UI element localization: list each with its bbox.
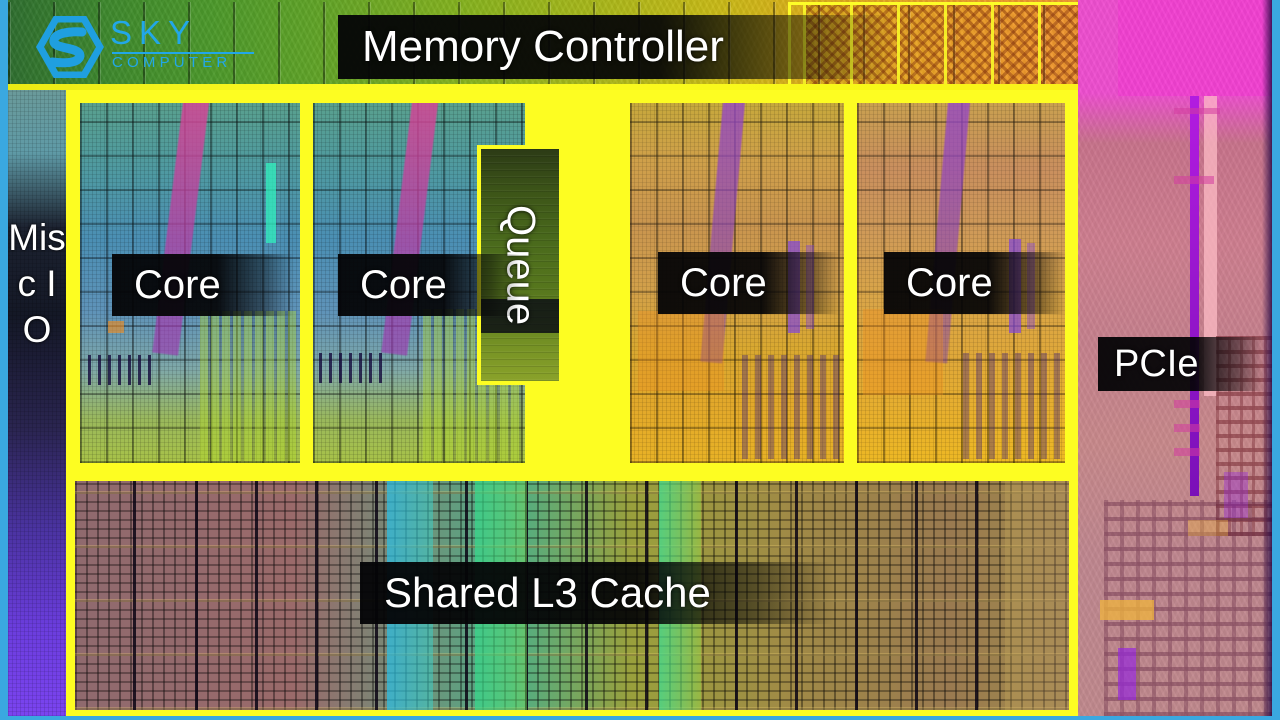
- core-3-l2-array: [742, 355, 840, 459]
- core-1-l2-array: [200, 311, 296, 461]
- core-1-orange-cell: [108, 321, 124, 333]
- region-misc-io: [8, 90, 66, 716]
- l3-row-strips: [75, 481, 1069, 710]
- band-split-core34: [848, 90, 853, 475]
- l3-seam-green-mid: [475, 481, 527, 710]
- l3-seam-cyan-left: [387, 481, 433, 710]
- pcie-pink-bar-3: [1174, 400, 1200, 408]
- mc-bottom-outline: [8, 84, 1272, 90]
- pcie-purple-block-1: [1118, 648, 1136, 700]
- pcie-purple-stripe: [1190, 96, 1199, 496]
- pcie-pink-bar-2: [1174, 176, 1214, 184]
- core-3-orange-array: [638, 311, 724, 391]
- core-band-yellow-outline: [66, 90, 1078, 475]
- band-split-right: [621, 90, 626, 475]
- core-4-purple-bar-2: [1027, 243, 1035, 329]
- watermark-divider: [112, 52, 254, 54]
- core-4-orange-array: [863, 309, 943, 395]
- region-core-3: [626, 99, 848, 467]
- pcie-pink-bar-4: [1174, 424, 1200, 432]
- core-1-cyan-bar: [266, 163, 276, 243]
- watermark-subtitle: COMPUTER: [112, 54, 232, 71]
- l3-seam-right-edge: [1005, 481, 1069, 710]
- label-misc-io: Misc IO: [8, 217, 66, 350]
- watermark-brand: SKY: [110, 14, 198, 51]
- core-3-purple-bar-2: [806, 245, 814, 329]
- pcie-gold-block-1: [1100, 600, 1154, 620]
- core-1-register-file: [88, 355, 158, 385]
- cpu-die-photo: Misc IO: [8, 0, 1272, 716]
- region-core-1: [76, 99, 304, 467]
- watermark: SKY COMPUTER: [32, 12, 262, 80]
- l3-seam-green-right: [659, 481, 701, 710]
- core-2-register-file: [319, 353, 385, 383]
- sky-hexagon-s-logo-icon: [35, 16, 104, 78]
- core-3-purple-bar: [788, 241, 800, 333]
- region-pcie: [1078, 0, 1272, 716]
- pcie-gold-block-2: [1188, 520, 1228, 536]
- misc-io-texture: [8, 90, 66, 716]
- pcie-left-outline: [1074, 96, 1079, 716]
- pcie-pink-bar-5: [1174, 448, 1200, 456]
- pcie-magenta-block: [1118, 0, 1272, 96]
- l3-arrays: [75, 481, 1069, 710]
- core-4-l2-array: [963, 353, 1061, 459]
- pcie-purple-block-2: [1224, 472, 1248, 518]
- pcie-right-dark-edge: [1262, 0, 1272, 716]
- pcie-pink-bar-1: [1174, 108, 1220, 114]
- label-queue: Queue: [498, 204, 543, 326]
- core-4-purple-bar: [1009, 239, 1021, 333]
- region-core-4: [853, 99, 1069, 467]
- pcie-light-stripe: [1204, 96, 1217, 396]
- region-shared-l3-cache: [66, 475, 1078, 716]
